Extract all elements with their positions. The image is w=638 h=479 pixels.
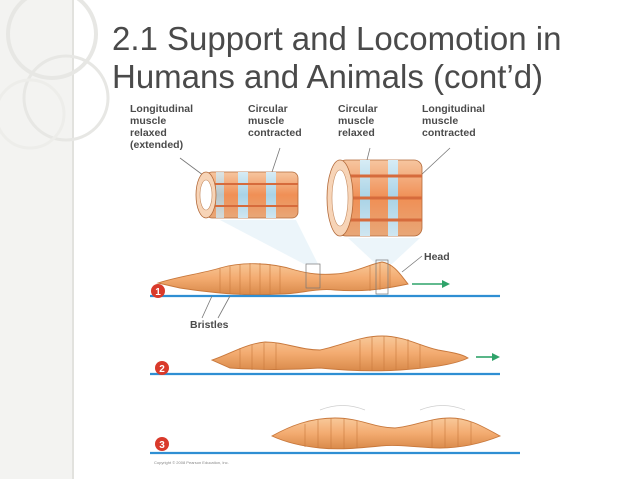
- step-3-number: 3: [159, 440, 165, 451]
- label-bristles: Bristles: [190, 319, 229, 331]
- step-2-badge: [155, 361, 169, 375]
- band-divider-line: [72, 0, 74, 479]
- step-3-badge: [155, 437, 169, 451]
- decorative-circles: [0, 0, 110, 150]
- slide-title-line-1: 2.1 Support and Locomotion in: [112, 20, 562, 57]
- label-head: Head: [424, 251, 450, 263]
- step-2-number: 2: [159, 364, 165, 375]
- figure-copyright: Copyright © 2008 Pearson Education, Inc.: [154, 460, 229, 465]
- worm-step-1: [156, 259, 450, 296]
- muscle-cylinder-contracted: [326, 159, 423, 237]
- label-longitudinal-muscle-contracted: Longitudinal muscle contracted: [422, 103, 488, 139]
- worm-step-3: [271, 405, 502, 450]
- muscle-cylinder-extended: [195, 171, 299, 219]
- step-1-number: 1: [155, 287, 161, 298]
- projection-wedge-right: [348, 238, 420, 264]
- slide-title: 2.1 Support and Locomotion in Humans and…: [112, 20, 622, 96]
- projection-wedge-left: [220, 220, 318, 264]
- earthworm-locomotion-figure: Longitudinal muscle relaxed (extended) C…: [130, 103, 520, 465]
- slide-title-line-2: Humans and Animals (cont’d): [112, 58, 544, 95]
- label-circular-muscle-contracted: Circular muscle contracted: [248, 103, 302, 139]
- label-longitudinal-muscle-relaxed: Longitudinal muscle relaxed (extended): [130, 103, 196, 151]
- worm-step-2: [210, 335, 500, 372]
- label-circular-muscle-relaxed: Circular muscle relaxed: [338, 103, 381, 139]
- step-1-badge: [151, 284, 165, 298]
